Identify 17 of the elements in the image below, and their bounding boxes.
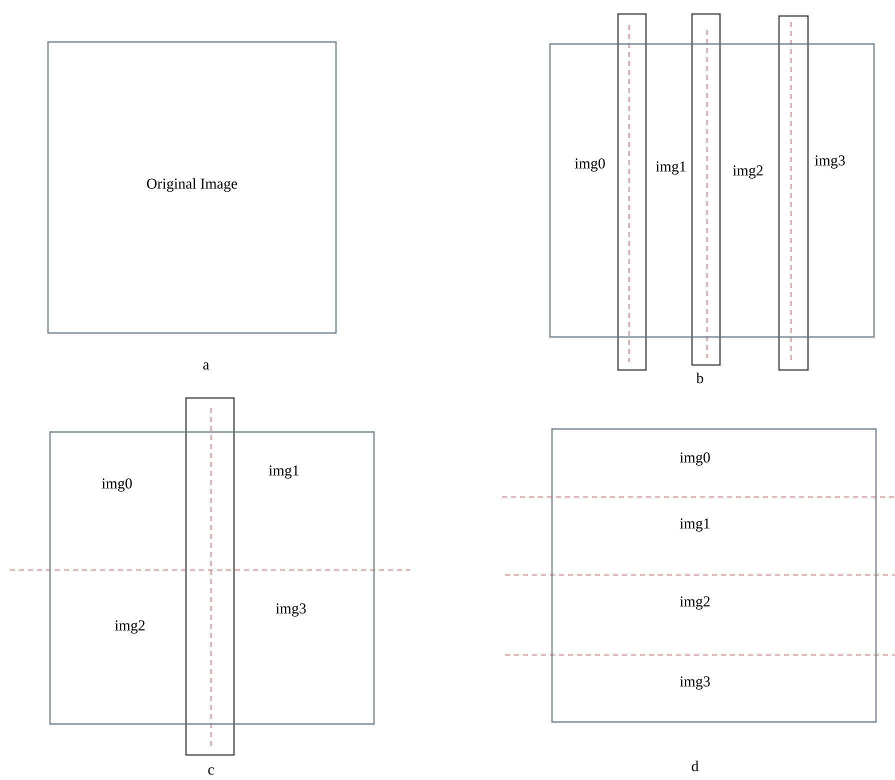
panel-caption: a <box>202 361 210 371</box>
region-label: img1 <box>680 518 710 532</box>
region-label: img0 <box>680 452 710 466</box>
region-label: img3 <box>276 603 306 617</box>
region-label: img3 <box>680 676 710 690</box>
region-label: img1 <box>268 465 299 479</box>
region-label: img1 <box>656 161 686 175</box>
region-label: Original Image <box>147 178 238 192</box>
region-label: img0 <box>102 478 132 492</box>
panel-caption: d <box>690 760 700 772</box>
region-label: img2 <box>114 620 145 634</box>
panel-caption: b <box>695 372 705 384</box>
region-label: img3 <box>814 155 845 169</box>
panel-caption: c <box>206 766 216 776</box>
region-label: img2 <box>680 596 710 610</box>
region-label: img2 <box>732 165 763 179</box>
region-label: img0 <box>574 158 605 172</box>
